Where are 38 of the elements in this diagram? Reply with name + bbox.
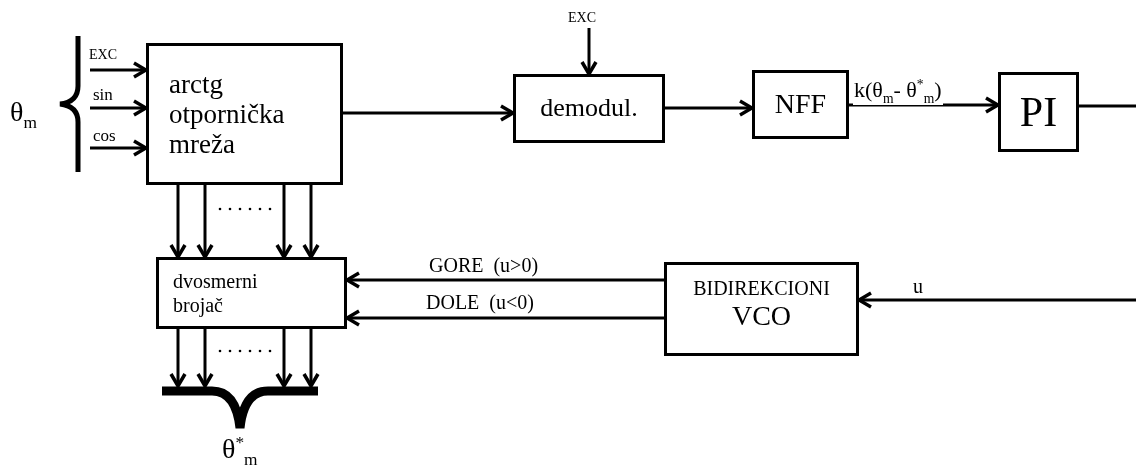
arrow — [580, 28, 598, 76]
edge-label: GORE (u>0) — [428, 255, 540, 275]
arrow — [345, 309, 664, 327]
process-box — [752, 70, 849, 139]
arrow — [196, 185, 214, 259]
arrow — [302, 185, 320, 259]
arrow — [857, 291, 1136, 309]
arrow — [345, 271, 664, 289]
process-box — [156, 257, 347, 329]
arrow — [169, 329, 187, 388]
edge-label: k(θ$_{m}$- θ$^{*}$$_{m}$) — [853, 78, 943, 106]
process-box — [146, 43, 343, 185]
process-box — [998, 72, 1079, 152]
arrow — [849, 96, 1000, 114]
arrow — [169, 185, 187, 259]
arrow — [275, 185, 293, 259]
edge-label: sin — [92, 86, 114, 103]
box-label: BIDIREKCIONI — [693, 277, 830, 301]
symbol-label: θ$_{m}$ — [10, 98, 37, 131]
box-label: demodul. — [540, 94, 638, 123]
edge-label: DOLE (u<0) — [425, 292, 535, 312]
arrow — [275, 329, 293, 388]
box-label: dvosmerni brojač — [173, 269, 259, 317]
symbol-label: EXC — [568, 11, 596, 25]
arrow — [302, 329, 320, 388]
arrow — [90, 99, 148, 117]
box-label: arctg otpornička mreža — [169, 68, 286, 160]
process-box — [513, 74, 665, 143]
arrow — [90, 139, 148, 157]
process-box — [664, 262, 859, 356]
arrow — [665, 99, 754, 117]
arrow — [343, 104, 515, 122]
box-label: NFF — [774, 89, 827, 120]
arrow — [90, 61, 148, 79]
arrow — [196, 329, 214, 388]
edge-label: EXC — [88, 48, 118, 62]
box-label: VCO — [731, 300, 792, 333]
box-label: PI — [1019, 88, 1058, 136]
